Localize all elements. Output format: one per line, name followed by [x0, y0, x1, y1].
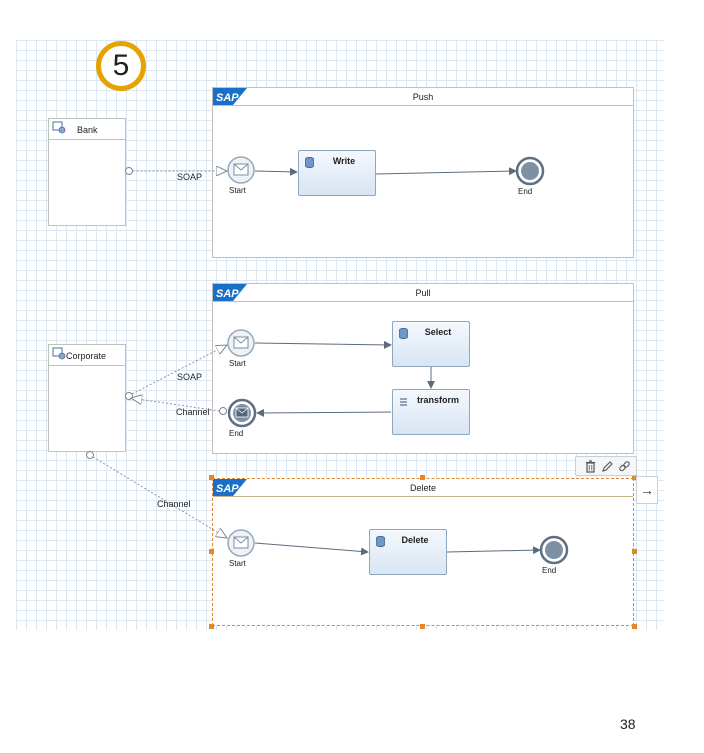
message-flow-pull-end-corporate[interactable]	[131, 398, 227, 415]
selection-toolbar	[575, 456, 637, 476]
sequence-flow	[256, 408, 392, 417]
end-event-pull-message[interactable]	[227, 398, 257, 428]
next-symbol: →	[640, 482, 654, 498]
end-event-label: End	[518, 187, 533, 196]
arrow-right-icon[interactable]: →	[636, 476, 658, 504]
sequence-flow	[254, 340, 392, 349]
pool-header: SAP Push	[213, 88, 633, 106]
end-event-label: End	[542, 566, 557, 575]
page-number: 38	[620, 716, 636, 732]
connection-label-soap: SOAP	[177, 372, 203, 382]
database-icon	[305, 157, 314, 168]
participant-label: Bank	[77, 125, 98, 135]
selection-handles[interactable]	[209, 475, 637, 629]
sequence-flow	[375, 167, 517, 176]
participant-bank[interactable]: Bank	[48, 118, 126, 226]
start-event-pull[interactable]	[227, 329, 255, 357]
task-select[interactable]: Select	[392, 321, 470, 367]
database-icon	[399, 328, 408, 339]
task-label: Select	[424, 327, 452, 337]
participant-label: Corporate	[66, 351, 107, 361]
sequence-flow	[254, 542, 369, 556]
sap-logo-text: SAP	[216, 483, 239, 495]
pool-header: SAP Pull	[213, 284, 633, 302]
sequence-flow	[446, 546, 541, 555]
pool-header: SAP Delete	[213, 479, 633, 497]
script-icon	[400, 398, 407, 406]
participant-header: Bank	[49, 119, 125, 140]
message-flow-bank-push[interactable]	[125, 168, 228, 175]
pool-title: Delete	[409, 483, 436, 493]
database-icon	[376, 536, 385, 547]
connection-label-soap: SOAP	[177, 172, 203, 182]
start-event-push[interactable]	[227, 156, 255, 184]
step-number-badge: 5	[96, 41, 146, 91]
connection-label-channel: Channel	[176, 407, 210, 417]
pool-title: Pull	[415, 288, 431, 298]
start-event-delete[interactable]	[227, 529, 255, 557]
task-label: transform	[416, 395, 459, 405]
pool-title: Push	[412, 92, 434, 102]
task-label: Delete	[401, 535, 429, 545]
task-write[interactable]: Write	[298, 150, 376, 196]
end-event-delete[interactable]	[539, 535, 569, 565]
step-number: 5	[112, 49, 130, 82]
end-event-label: End	[229, 429, 244, 438]
start-event-label: Start	[229, 359, 246, 368]
start-event-label: Start	[229, 559, 246, 568]
sap-logo-text: SAP	[216, 288, 239, 300]
start-event-label: Start	[229, 186, 246, 195]
task-label: Write	[332, 156, 356, 166]
task-delete[interactable]: Delete	[369, 529, 447, 575]
participant-corporate[interactable]: Corporate	[48, 344, 126, 452]
participant-icon	[52, 347, 66, 360]
message-flow-corporate-delete[interactable]	[86, 451, 228, 539]
participant-header: Corporate	[49, 345, 125, 366]
pencil-icon[interactable]	[601, 460, 614, 473]
sequence-flow	[254, 167, 298, 176]
connection-label-channel: Channel	[157, 499, 191, 509]
participant-icon	[52, 121, 66, 134]
task-transform[interactable]: transform	[392, 389, 470, 435]
link-icon[interactable]	[618, 460, 631, 473]
sap-logo: SAP	[213, 284, 247, 301]
sap-logo-text: SAP	[216, 92, 239, 104]
end-event-push[interactable]	[515, 156, 545, 186]
trash-icon[interactable]	[584, 460, 597, 473]
sap-logo: SAP	[213, 479, 247, 496]
sap-logo: SAP	[213, 88, 247, 105]
